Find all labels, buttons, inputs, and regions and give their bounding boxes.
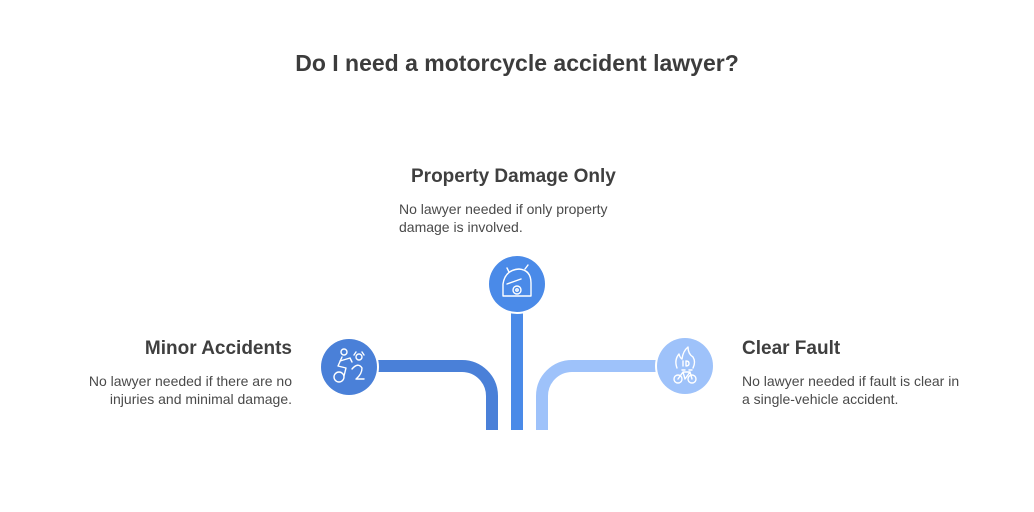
description-line: No lawyer needed if there are no xyxy=(88,373,292,389)
description-minor-accidents: No lawyer needed if there are no injurie… xyxy=(89,372,292,408)
description-line: injuries and minimal damage. xyxy=(109,391,292,407)
connector-minor-accidents xyxy=(378,360,498,430)
heading-minor-accidents: Minor Accidents xyxy=(144,338,292,359)
description-line: No lawyer needed if fault is clear in xyxy=(742,373,960,389)
helmet-icon xyxy=(502,264,532,297)
description-clear-fault: No lawyer needed if fault is clear in a … xyxy=(742,372,959,408)
motorcyclist-icon xyxy=(333,348,365,383)
node-property-damage xyxy=(487,254,547,314)
connector-clear-fault xyxy=(536,360,656,430)
description-property-damage: No lawyer needed if only property damage… xyxy=(399,200,608,236)
description-line: a single-vehicle accident. xyxy=(742,391,899,407)
page-title: Do I need a motorcycle accident lawyer? xyxy=(295,50,739,76)
node-minor-accidents xyxy=(319,337,379,397)
heading-clear-fault: Clear Fault xyxy=(742,338,841,359)
heading-property-damage: Property Damage Only xyxy=(411,166,616,187)
description-line: No lawyer needed if only property xyxy=(399,201,608,217)
description-line: damage is involved. xyxy=(399,219,523,235)
fire-bicycle-icon xyxy=(673,346,697,384)
node-clear-fault xyxy=(655,336,715,396)
